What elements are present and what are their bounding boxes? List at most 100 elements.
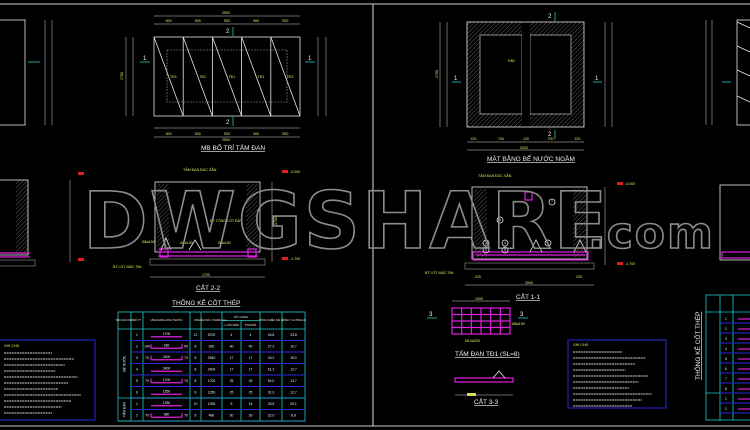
bar-number-bubble <box>482 246 490 254</box>
table-cell: 12.7 <box>290 368 297 372</box>
section-mark-1-left: 1 <box>143 56 147 62</box>
bar-number: 5 <box>504 248 506 252</box>
slab-panel-diagonal <box>241 36 272 117</box>
note-label: BÊ TÔNG LÓT ĐÁY <box>210 218 243 223</box>
lean-concrete-label: BT LÓT MÁC 75# <box>425 270 453 275</box>
table-group-name: BỂ NƯỚC <box>122 355 127 372</box>
rebar-shape-dim: 1250 <box>163 389 171 393</box>
table-cell: 6 <box>725 367 727 371</box>
rebar-shape-dim: 1700 <box>163 378 171 382</box>
table-cell: 43.2 <box>268 356 275 360</box>
section-3-3-title: CẮT 3-3 <box>474 397 498 406</box>
rebar-shape-dim: 70 <box>145 379 149 383</box>
slab-panel-diagonal <box>153 36 184 117</box>
table-header: TÊN CẤU KIỆN <box>115 317 133 322</box>
rebar-shape-dim: 70 <box>145 413 149 417</box>
rebar-shape-dim: 1700 <box>163 332 171 336</box>
table-cell: 1700 <box>208 379 216 383</box>
slab-layout-title: MB BỐ TRÍ TẤM ĐAN <box>201 142 265 152</box>
table-header: Ø <box>194 318 196 322</box>
table-cell: 1250 <box>208 391 216 395</box>
rebar-table-title: THỐNG KÊ CỐT THÉP <box>172 297 240 307</box>
dim: 220 <box>576 275 582 279</box>
table-cell: 8 <box>195 379 197 383</box>
table-cell: 4 <box>136 368 138 372</box>
bar-number-bubble <box>482 239 490 247</box>
watermark-suffix: .com <box>588 208 715 259</box>
table-cell: 8 <box>195 414 197 418</box>
table-cell: 1 <box>136 402 138 406</box>
table-cell: 51.2 <box>268 368 275 372</box>
table-cell: 17 <box>230 368 234 372</box>
rebar-shape-dim: 1250 <box>163 401 171 405</box>
bar-number: 4 <box>504 241 506 245</box>
section-mark-3-left: 3 <box>429 312 433 318</box>
table-cell: 10.7 <box>290 345 297 349</box>
table-cell: 2 <box>725 327 727 331</box>
section-mark-2-top: 2 <box>548 14 552 20</box>
table-cell: 31.3 <box>268 391 275 395</box>
table-cell: 8 <box>195 345 197 349</box>
slab-panel-label: TĐ1 <box>287 75 294 79</box>
section-mark-2-bottom: 2 <box>226 120 230 126</box>
level-top: -0.000 <box>625 182 635 186</box>
bar-number: 2 <box>485 241 487 245</box>
side-dim: 1700 <box>120 72 124 80</box>
table-cell: 2400 <box>208 368 216 372</box>
slab-panel-label: TĐ1 <box>170 75 177 79</box>
slab-panel-diagonal <box>182 36 213 117</box>
panel-dim: 500 <box>195 132 201 136</box>
slab-panel-label: TĐ1 <box>228 75 235 79</box>
table-cell: 8.8 <box>291 414 296 418</box>
table-header: CHIỀU DÀI 1 THANH mm <box>197 317 227 322</box>
section-1-1: TẤM ĐAN ĐÚC SẴN BT LÓT MÁC 75# 2000 220 … <box>425 173 635 301</box>
panel-dim: 500 <box>224 19 230 23</box>
section-2-2-title: CẮT 2-2 <box>196 283 220 292</box>
level-bottom: -1.700 <box>625 262 635 266</box>
slab-panel-diagonal <box>212 36 242 117</box>
width-dim: 1000 <box>475 297 483 301</box>
bottom-dim: 2000 <box>525 281 533 285</box>
section-mark-2-top: 2 <box>226 29 230 35</box>
slab-label: TẤM ĐAN ĐÚC SẴN <box>183 167 217 172</box>
notes-title: GHI CHÚ <box>573 342 589 347</box>
panel-dim: 500 <box>282 19 288 23</box>
table-cell: 26.8 <box>268 333 275 337</box>
tank-plan-title: MẶT BẰNG BỂ NƯỚC NGẦM <box>487 153 575 163</box>
level-bottom: -1.700 <box>290 257 300 261</box>
table-header: SỐ LƯỢNG <box>234 314 248 319</box>
rebar-shape-dim: 180 <box>164 343 170 347</box>
slab-panel-label: TĐ1 <box>258 75 265 79</box>
bar-number: 7 <box>551 200 553 204</box>
rebar-shape-dim: 70 <box>184 356 188 360</box>
table-cell: 5 <box>136 379 138 383</box>
bar-label: Ø8a150 <box>142 240 155 244</box>
panel-dim: 500 <box>195 19 201 23</box>
slab-layout-plan: TĐ1500500TĐ1500500TĐ1500500TĐ1500500TĐ15… <box>120 11 327 152</box>
table-cell: 8 <box>195 368 197 372</box>
table-cell: 13.7 <box>290 379 297 383</box>
table-cell: 17 <box>249 368 253 372</box>
bar-label: Ø8a150 <box>512 322 525 326</box>
beam-label: DB1 <box>508 59 515 63</box>
bar-number-bubble <box>544 239 552 247</box>
dim: 220 <box>475 275 481 279</box>
section-mark-1-left: 1 <box>454 76 458 82</box>
table-cell: 1250 <box>208 402 216 406</box>
section-2-2: TẤM ĐAN ĐÚC SẴN BÊ TÔNG LÓT ĐÁY Ø8a150 Ø… <box>113 167 300 292</box>
table-subheader: TOÀN BỘ <box>245 322 257 327</box>
section-mark-1-right: 1 <box>595 76 599 82</box>
bar-label: Ø10a200 <box>465 339 480 343</box>
table-cell: 25 <box>249 379 253 383</box>
table-cell: 25 <box>230 391 234 395</box>
section-mark-1-right: 1 <box>308 56 312 62</box>
table-cell: 23.8 <box>290 333 297 337</box>
table-cell: 22.0 <box>268 414 275 418</box>
rebar-shape-dim: 70 <box>184 413 188 417</box>
panel-dim: 500 <box>224 132 230 136</box>
left-partial-plan <box>0 19 53 126</box>
right-partial-plan <box>705 19 750 261</box>
